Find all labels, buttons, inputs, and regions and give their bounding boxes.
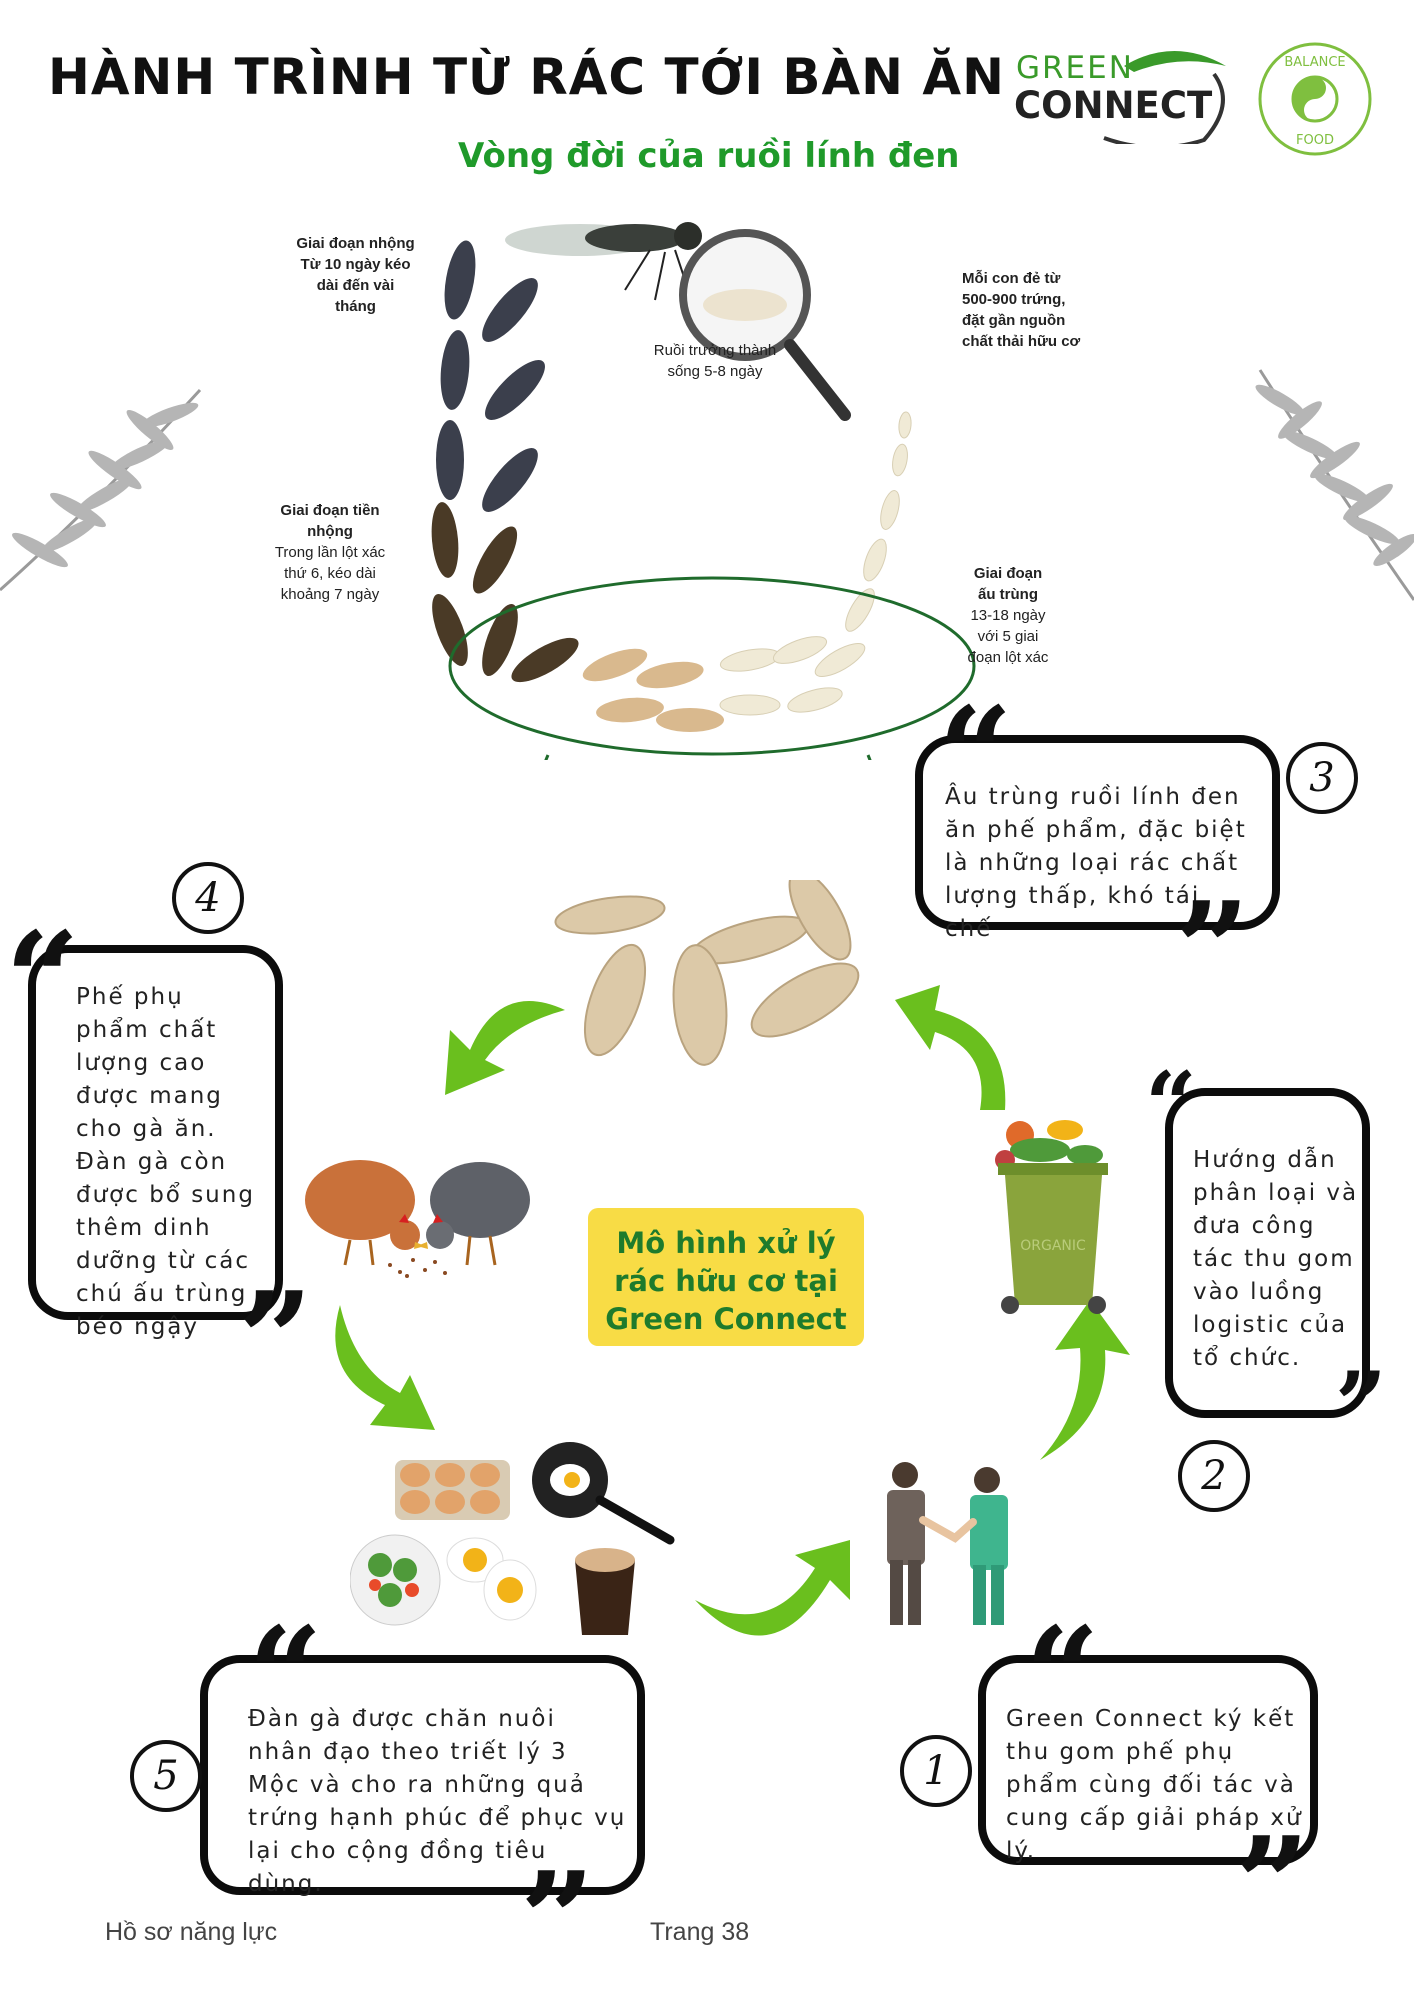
step-3-text: Âu trùng ruồi lính đen ăn phế phẩm, đặc … [945, 784, 1247, 942]
logo-green-text: GREEN [1016, 50, 1134, 86]
young-larva-arc-icon [719, 411, 912, 716]
adult-fly-label: Ruồi trưởng thành sống 5-8 ngày [630, 340, 800, 382]
green-arrow-to-chickens-icon [445, 1001, 565, 1095]
eggs-line4: chất thải hữu cơ [962, 333, 1081, 350]
adult-fly-line1: Ruồi trưởng thành [653, 342, 777, 359]
larvae-cluster-icon [554, 880, 860, 1066]
step-2-number: 2 [1178, 1440, 1250, 1512]
bin-label: ORGANIC [1020, 1238, 1086, 1254]
pupa-stage-line1: Từ 10 ngày kéo [300, 256, 411, 273]
leaf-sprig-right-icon [1255, 369, 1414, 601]
eggs-label: Mỗi con đẻ từ 500-900 trứng, đặt gần ngu… [962, 268, 1102, 352]
eggs-line1: Mỗi con đẻ từ [962, 270, 1061, 287]
prepupa-stage-line3: khoảng 7 ngày [280, 586, 380, 603]
step-2-text: Hướng dẫn phân loại và đưa công tác thu … [1193, 1147, 1359, 1371]
larva-highlight-ring [448, 576, 976, 756]
prepupa-stage-title1: Giai đoạn tiền [280, 502, 380, 519]
green-arrow-to-larvae-icon [895, 985, 1006, 1110]
green-arrow-to-bin-icon [1040, 1300, 1130, 1460]
step-2-quote-open-icon: “ [1145, 1052, 1197, 1158]
adult-fly-line2: sống 5-8 ngày [667, 363, 763, 380]
step-3-number: 3 [1286, 742, 1358, 814]
step-4-text: Phế phụ phẩm chất lượng cao được mang ch… [76, 984, 255, 1340]
model-label: Mô hình xử lý rác hữu cơ tại Green Conne… [588, 1208, 864, 1346]
larva-stage-line2: với 5 giai [977, 628, 1039, 645]
step-1-quote-close-icon: ” [1235, 1808, 1310, 1961]
larva-stage-line3: đoạn lột xác [967, 649, 1049, 666]
pupa-stage-line3: tháng [335, 298, 376, 315]
step-1-number: 1 [900, 1735, 972, 1807]
balance-food-logo: BALANCE FOOD [1256, 40, 1374, 158]
step-4-quote-open-icon: “ [5, 903, 80, 1056]
page-title: HÀNH TRÌNH TỪ RÁC TỚI BÀN ĂN [48, 48, 1005, 106]
pupa-stage-title: Giai đoạn nhộng [296, 235, 415, 252]
prepupa-stage-label: Giai đoạn tiền nhộng Trong lần lột xác t… [250, 500, 410, 605]
adult-fly-icon [505, 222, 702, 301]
prepupa-stage-title2: nhộng [307, 523, 353, 540]
prepupa-stage-line2: thứ 6, kéo dài [284, 565, 376, 582]
step-1-quote-open-icon: “ [1025, 1598, 1100, 1751]
step-2-box: Hướng dẫn phân loại và đưa công tác thu … [1165, 1088, 1370, 1418]
prepupa-column-icon [431, 502, 579, 683]
step-4-box: Phế phụ phẩm chất lượng cao được mang ch… [28, 945, 283, 1340]
chickens-icon [305, 1160, 530, 1278]
larva-stage-title1: Giai đoạn [973, 565, 1043, 582]
pupa-stage-label: Giai đoạn nhộng Từ 10 ngày kéo dài đến v… [283, 233, 428, 317]
pupa-stage-line2: dài đến vài [316, 277, 395, 294]
step-3-quote-open-icon: “ [938, 678, 1013, 831]
step-3-box: Âu trùng ruồi lính đen ăn phế phẩm, đặc … [915, 735, 1280, 942]
curl-arrow-left-icon [544, 754, 550, 760]
logo-food-text: FOOD [1296, 133, 1334, 148]
green-arrow-to-handshake-icon [695, 1540, 850, 1636]
step-5-box: Đàn gà được chăn nuôi nhân đạo theo triế… [200, 1655, 645, 1897]
larva-stage-line1: 13-18 ngày [970, 607, 1046, 624]
step-4-quote-close-icon: ” [238, 1263, 313, 1416]
logo-connect-text: CONNECT [1014, 84, 1213, 127]
larva-arc-icon [582, 648, 724, 732]
larva-stage-title2: ấu trùng [978, 586, 1038, 603]
leaf-swoosh-icon [1103, 51, 1226, 144]
footer-left-text: Hồ sơ năng lực [105, 1918, 278, 1946]
eggs-line3: đặt gần nguồn [962, 312, 1066, 329]
step-1-box: Green Connect ký kết thu gom phế phụ phẩ… [978, 1655, 1318, 1865]
page-subtitle: Vòng đời của ruồi lính đen [458, 136, 960, 176]
logo-balance-text: BALANCE [1284, 55, 1345, 70]
step-4-number: 4 [172, 862, 244, 934]
green-connect-logo: GREEN CONNECT [1004, 44, 1234, 144]
leaf-sprig-left-icon [0, 388, 202, 592]
lifecycle-illustration [431, 222, 976, 760]
prepupa-stage-line1: Trong lần lột xác [274, 544, 386, 561]
magnifier-icon [679, 229, 851, 421]
eggs-line2: 500-900 trứng, [962, 291, 1066, 308]
green-arrow-to-food-icon [335, 1305, 435, 1430]
step-5-text: Đàn gà được chăn nuôi nhân đạo theo triế… [248, 1706, 627, 1897]
curl-arrow-right-icon [866, 754, 872, 760]
pupa-column-icon [436, 240, 545, 512]
step-3-quote-close-icon: ” [1175, 873, 1250, 1026]
step-1-text: Green Connect ký kết thu gom phế phụ phẩ… [1006, 1706, 1303, 1864]
step-5-quote-open-icon: “ [248, 1598, 323, 1751]
organic-bin-icon: ORGANIC [995, 1120, 1108, 1314]
footer-page-number: Trang 38 [650, 1918, 750, 1946]
larva-stage-label: Giai đoạn ấu trùng 13-18 ngày với 5 giai… [948, 563, 1068, 668]
handshake-icon [887, 1462, 1008, 1625]
food-egg-dishes-icon [350, 1442, 675, 1635]
step-5-number: 5 [130, 1740, 202, 1812]
step-2-quote-close-icon: ” [1335, 1352, 1387, 1458]
step-5-quote-close-icon: ” [520, 1843, 595, 1996]
